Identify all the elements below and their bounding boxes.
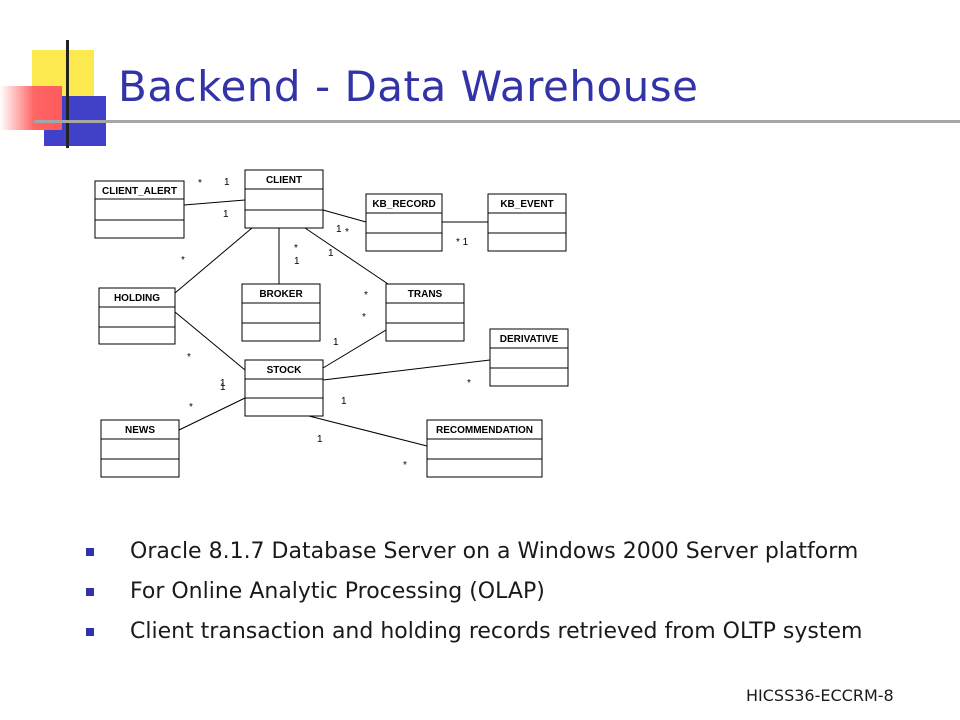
entity-trans: TRANS (385, 283, 465, 342)
rel-client-holding (174, 227, 253, 294)
multiplicity-label: * (403, 460, 407, 471)
multiplicity-labels: * 1 1 1 * * 1 * 1 * 1 * * 1 1 * 1 * 1 * … (181, 177, 471, 471)
multiplicity-label: * (364, 290, 368, 301)
bullet-square-icon (86, 588, 94, 596)
rel-news-stock (178, 397, 246, 431)
bullet-item: For Online Analytic Processing (OLAP) (84, 578, 862, 618)
entity-recommendation: RECOMMENDATION (426, 419, 543, 478)
entity-label: TRANS (408, 289, 443, 300)
entity-client-alert: CLIENT_ALERT (94, 180, 185, 239)
slide-footer: HICSS36-ECCRM-8 (746, 686, 894, 705)
rel-stock-recommendation (304, 414, 428, 447)
multiplicity-label: * (181, 255, 185, 266)
entity-label: HOLDING (114, 293, 160, 304)
entity-label: KB_RECORD (372, 199, 435, 210)
bullet-list: Oracle 8.1.7 Database Server on a Window… (84, 538, 862, 658)
entity-label: DERIVATIVE (500, 334, 559, 345)
bullet-text: For Online Analytic Processing (OLAP) (130, 579, 545, 604)
multiplicity-label: 1 (223, 209, 229, 220)
multiplicity-label: * (362, 312, 366, 323)
multiplicity-label: * 1 (456, 237, 469, 248)
multiplicity-label: 1 (336, 224, 342, 235)
slide-title: Backend - Data Warehouse (118, 62, 699, 111)
multiplicity-label: * (189, 402, 193, 413)
multiplicity-label: 1 (317, 434, 323, 445)
deco-vertical-line (66, 40, 69, 148)
entity-derivative: DERIVATIVE (489, 328, 569, 387)
rel-client-alert-client (183, 199, 246, 206)
multiplicity-label: * (345, 227, 349, 238)
entity-kb-record: KB_RECORD (365, 193, 443, 252)
entity-label: STOCK (267, 365, 303, 376)
multiplicity-label: * (198, 178, 202, 189)
entity-client: CLIENT (244, 169, 324, 229)
bullet-square-icon (86, 628, 94, 636)
bullet-item: Client transaction and holding records r… (84, 618, 862, 658)
multiplicity-label: * (467, 378, 471, 389)
bullet-text: Client transaction and holding records r… (130, 619, 863, 644)
multiplicity-label: 1 (328, 248, 334, 259)
entity-label: BROKER (259, 289, 303, 300)
title-rule (34, 120, 960, 123)
multiplicity-label: * (187, 352, 191, 363)
bullet-text: Oracle 8.1.7 Database Server on a Window… (130, 539, 859, 564)
multiplicity-label: 1 (341, 396, 347, 407)
entity-label: CLIENT (266, 175, 302, 186)
entity-label: NEWS (125, 425, 155, 436)
rel-derivative-stock (322, 359, 491, 381)
bullet-item: Oracle 8.1.7 Database Server on a Window… (84, 538, 862, 578)
rel-holding-stock (174, 311, 246, 371)
multiplicity-label: 1 (220, 378, 226, 389)
entity-news: NEWS (100, 419, 180, 478)
multiplicity-label: 1 (294, 256, 300, 267)
multiplicity-label: 1 (220, 382, 226, 393)
entity-stock: STOCK (244, 359, 324, 417)
rel-client-kb-record (322, 209, 367, 223)
rel-trans-stock (322, 329, 387, 369)
multiplicity-label: 1 (333, 337, 339, 348)
bullet-square-icon (86, 548, 94, 556)
entity-label: CLIENT_ALERT (102, 186, 177, 197)
entity-label: RECOMMENDATION (436, 425, 533, 436)
multiplicity-label: 1 (224, 177, 230, 188)
relationship-lines (174, 199, 491, 447)
entity-broker: BROKER (241, 283, 321, 342)
rel-client-trans (304, 227, 389, 285)
entity-kb-event: KB_EVENT (487, 193, 567, 252)
entity-label: KB_EVENT (500, 199, 553, 210)
entity-holding: HOLDING (98, 287, 176, 345)
multiplicity-label: * (294, 243, 298, 254)
